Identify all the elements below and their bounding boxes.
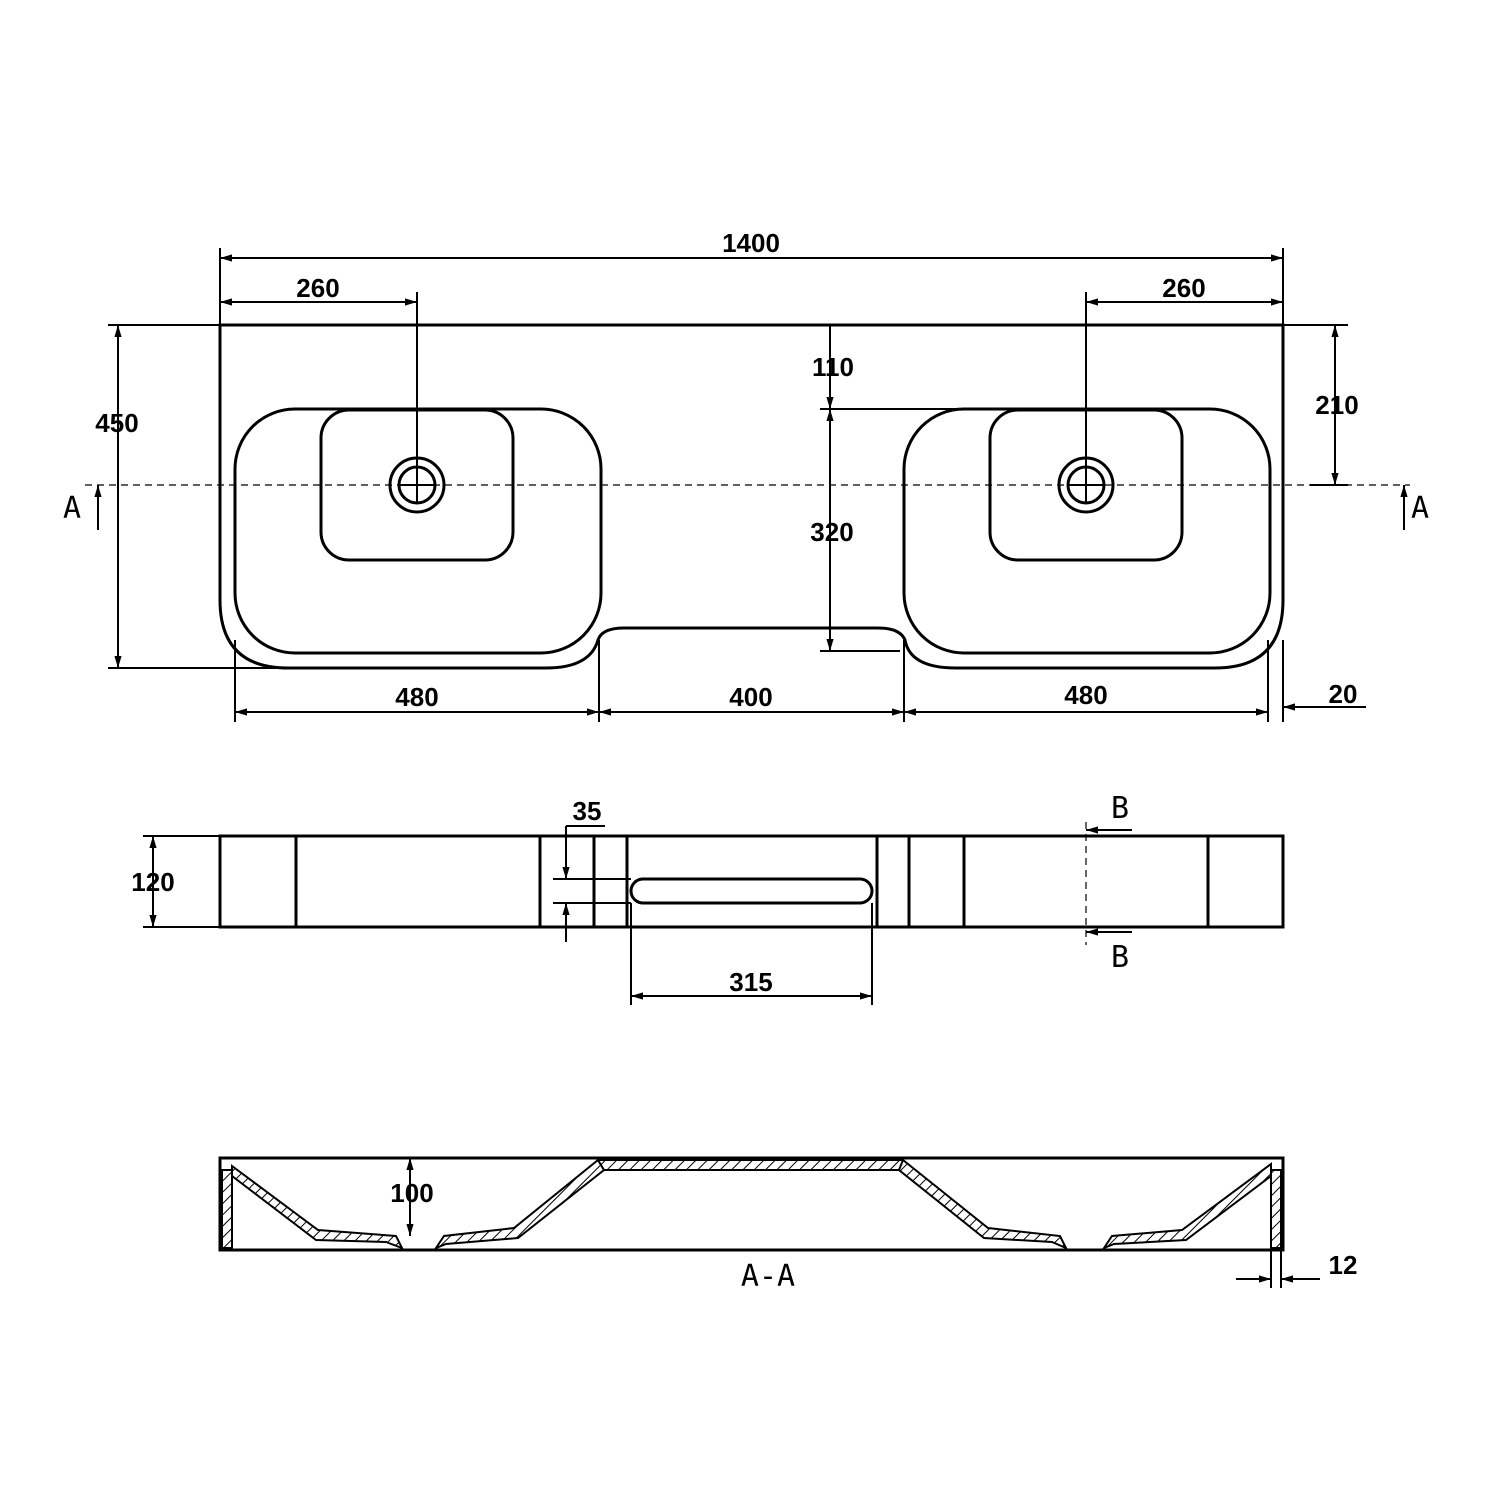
section-view: 100 12 A-A: [218, 1156, 1358, 1294]
basin-outline: [218, 323, 1285, 670]
section-mark-bottom: B: [1111, 940, 1129, 975]
dim-front-height: 120: [131, 867, 174, 897]
dim-drain-offset-left: 260: [296, 273, 339, 303]
section-title: A-A: [741, 1259, 795, 1294]
section-outline: [218, 1156, 1285, 1252]
deck-section: [596, 1159, 904, 1171]
dim-wall-thickness: 12: [1329, 1250, 1358, 1280]
dim-bowl-width-right: 480: [1064, 680, 1107, 710]
overflow-slot: [629, 877, 874, 905]
dim-bowl-width-left: 480: [395, 682, 438, 712]
section-mark-right: A: [1411, 491, 1429, 526]
dim-overall-width: 1400: [722, 228, 780, 258]
front-outline: [218, 834, 1285, 929]
section-mark-top: B: [1111, 791, 1129, 826]
right-bowl-section: [897, 1158, 1069, 1250]
left-bowl-section: [231, 1164, 405, 1250]
front-view: B B 120 35 315: [131, 791, 1285, 1005]
dim-center-span: 400: [729, 682, 772, 712]
dim-rim-to-bowl: 110: [812, 352, 854, 382]
section-mark-left: A: [63, 491, 81, 526]
dim-section-bowl-depth: 100: [390, 1178, 433, 1208]
plan-view: A A 1400 260 260 450 110: [63, 228, 1429, 722]
dim-drain-offset-right: 260: [1162, 273, 1205, 303]
dim-bowl-depth: 320: [810, 517, 853, 547]
dim-drain-from-back: 210: [1315, 390, 1358, 420]
dim-slot-height: 35: [573, 796, 602, 826]
dim-overall-depth: 450: [95, 408, 138, 438]
dim-slot-length: 315: [729, 967, 772, 997]
dim-front-lip: 20: [1329, 679, 1358, 709]
